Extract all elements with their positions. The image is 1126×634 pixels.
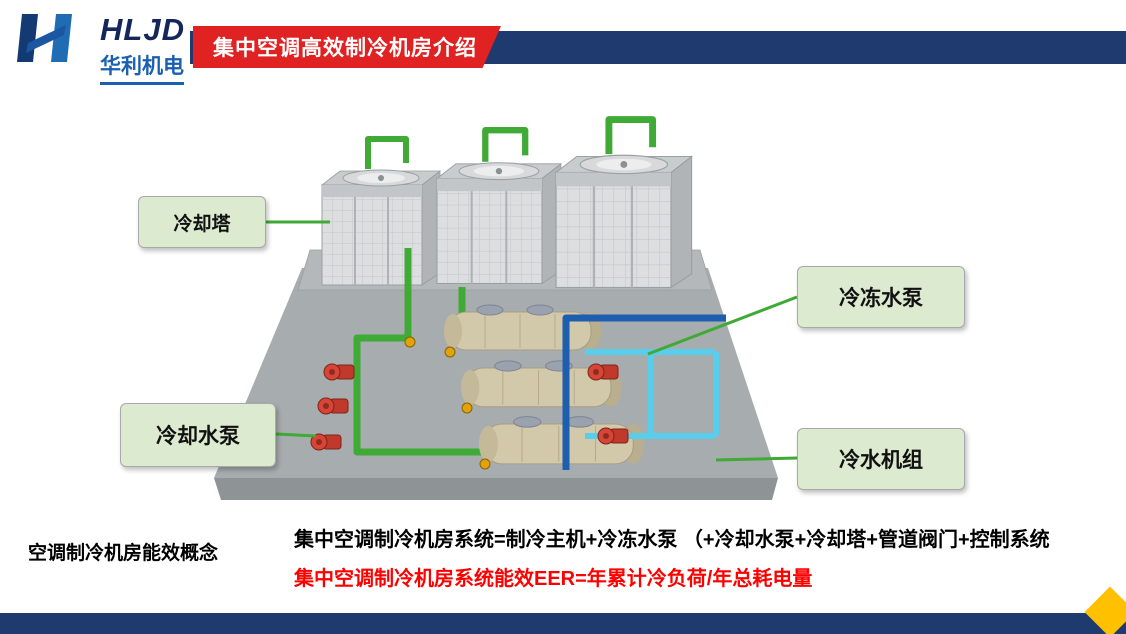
label-chiller-unit: 冷水机组 (797, 428, 965, 490)
logo-text: HLJD (100, 12, 185, 47)
cooling-water-pump-unit (317, 397, 349, 415)
logo-subtext: 华利机电 (100, 50, 184, 85)
callout-line-chilled-water-pump (647, 295, 798, 356)
chilled-water-pump-unit (597, 427, 629, 445)
valves-group (404, 336, 491, 470)
formula-line-2: 集中空调制冷机房系统能效EER=年累计冷负荷/年总耗电量 (294, 568, 813, 590)
footer-bar (0, 613, 1126, 634)
hljd-logo-icon (17, 14, 72, 62)
page-title: 集中空调高效制冷机房介绍 (213, 37, 477, 60)
label-chilled-water-pump: 冷冻水泵 (797, 266, 965, 328)
cooling-water-pump-unit (323, 363, 355, 381)
label-cooling-tower: 冷却塔 (138, 196, 266, 248)
cooling-towers-group (322, 120, 692, 288)
cooling-tower (437, 130, 561, 283)
formula-line-1: 集中空调制冷机房系统=制冷主机+冷冻水泵 （+冷却水泵+冷却塔+管道阀门+控制系… (294, 529, 1050, 551)
title-ribbon: 集中空调高效制冷机房介绍 (193, 26, 501, 68)
concept-heading: 空调制冷机房能效概念 (28, 543, 219, 564)
cooling-tower (556, 120, 692, 288)
callout-lines (266, 220, 798, 462)
callout-line-cooling-water-pump (275, 432, 317, 438)
label-cooling-water-pump: 冷却水泵 (120, 403, 276, 467)
cooling-tower (322, 139, 440, 285)
chilled-water-pump-unit (587, 363, 619, 381)
company-logo: HLJD 华利机电 (16, 8, 226, 86)
callout-line-chiller-unit (715, 456, 798, 462)
